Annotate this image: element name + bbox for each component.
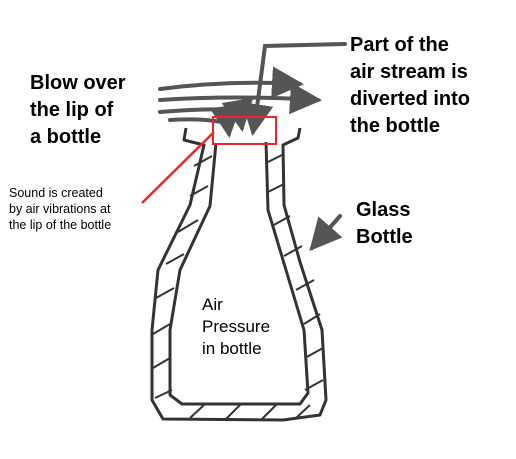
blow-over-line: Blow over: [30, 72, 126, 94]
blow-over-line: a bottle: [30, 126, 102, 148]
diverted-line: Part of the: [350, 34, 449, 56]
sound-created-line: Sound is created: [9, 186, 103, 200]
glass-bottle-label: Glass Bottle: [356, 197, 413, 251]
diverted-pointer-arrow: [241, 42, 347, 136]
glass-bottle-line: Bottle: [356, 226, 413, 248]
diverted-label: Part of the air stream is diverted into …: [350, 32, 470, 140]
blow-over-line: the lip of: [30, 99, 114, 121]
air-pressure-label: Air Pressure in bottle: [202, 294, 270, 360]
diverted-line: the bottle: [350, 115, 440, 137]
diverted-line: air stream is: [350, 61, 468, 83]
sound-created-label: Sound is created by air vibrations at th…: [9, 185, 111, 233]
glass-pointer-arrow: [309, 214, 343, 252]
glass-bottle-line: Glass: [356, 199, 411, 221]
bottle-inner-outline: [168, 141, 310, 406]
air-pressure-line: Pressure: [202, 317, 271, 336]
glass-hatching: [152, 153, 324, 420]
air-stream-arrows: [158, 66, 322, 138]
diverted-line: diverted into: [350, 88, 471, 110]
air-pressure-line: Air: [202, 295, 223, 314]
blow-over-label: Blow over the lip of a bottle: [30, 70, 126, 151]
sound-created-line: the lip of the bottle: [9, 218, 112, 232]
sound-created-line: by air vibrations at: [9, 202, 111, 216]
sound-pointer-line: [141, 131, 215, 204]
lip-highlight-box: [212, 116, 277, 145]
air-pressure-line: in bottle: [202, 339, 262, 358]
